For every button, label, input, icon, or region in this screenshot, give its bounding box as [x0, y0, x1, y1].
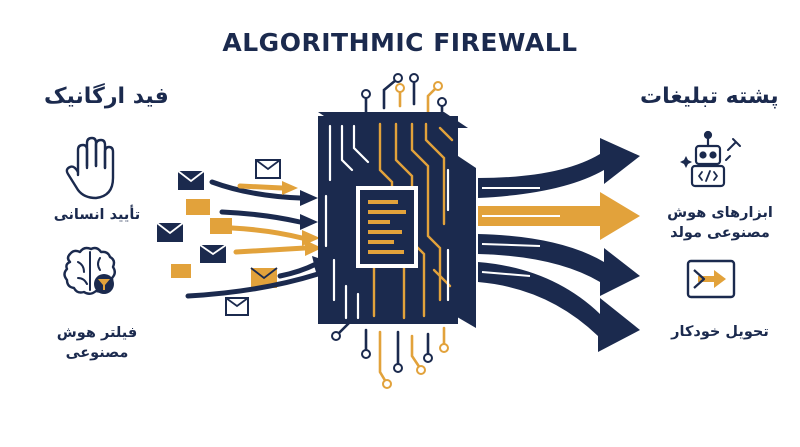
envelope-icon [177, 170, 205, 190]
right-label-automated-delivery: تحویل خودکار [650, 322, 790, 342]
right-heading: پشته تبلیغات [640, 84, 779, 109]
envelope-icon [250, 267, 278, 288]
right-label-1-line2: مصنوعی مولد [670, 225, 770, 241]
envelope-icon [255, 159, 281, 179]
left-label-2-line2: مصنوعی [65, 345, 129, 361]
envelope-icon [186, 199, 210, 215]
input-arrows [185, 179, 321, 299]
envelope-icon [210, 218, 232, 234]
brain-filter-icon [63, 246, 116, 295]
output-stripes [481, 187, 560, 277]
left-label-2-line1: فیلتر هوش [56, 325, 138, 341]
page-title: ALGORITHMIC FIREWALL [222, 28, 578, 57]
left-label-human-verification: تأیید انسانی [32, 205, 162, 225]
right-label-generative-ai: ابزارهای هوش مصنوعی مولد [650, 203, 790, 243]
right-label-1-line1: ابزارهای هوش [667, 205, 773, 221]
envelope-icon [156, 222, 184, 242]
left-label-1-line1: تأیید انسانی [53, 207, 141, 223]
envelope-group [156, 159, 281, 316]
envelope-icon [171, 264, 191, 278]
robot-icon [680, 130, 741, 188]
envelope-icon [199, 244, 227, 263]
automation-arrow-icon [686, 259, 736, 299]
left-label-ai-filter: فیلتر هوش مصنوعی [32, 323, 162, 363]
envelope-icon [225, 297, 249, 316]
firewall-chip [318, 112, 476, 328]
hand-icon [65, 136, 115, 200]
left-heading: فید ارگانیک [44, 84, 169, 109]
circuit-nodes [331, 73, 449, 389]
right-label-2-line1: تحویل خودکار [671, 324, 769, 340]
